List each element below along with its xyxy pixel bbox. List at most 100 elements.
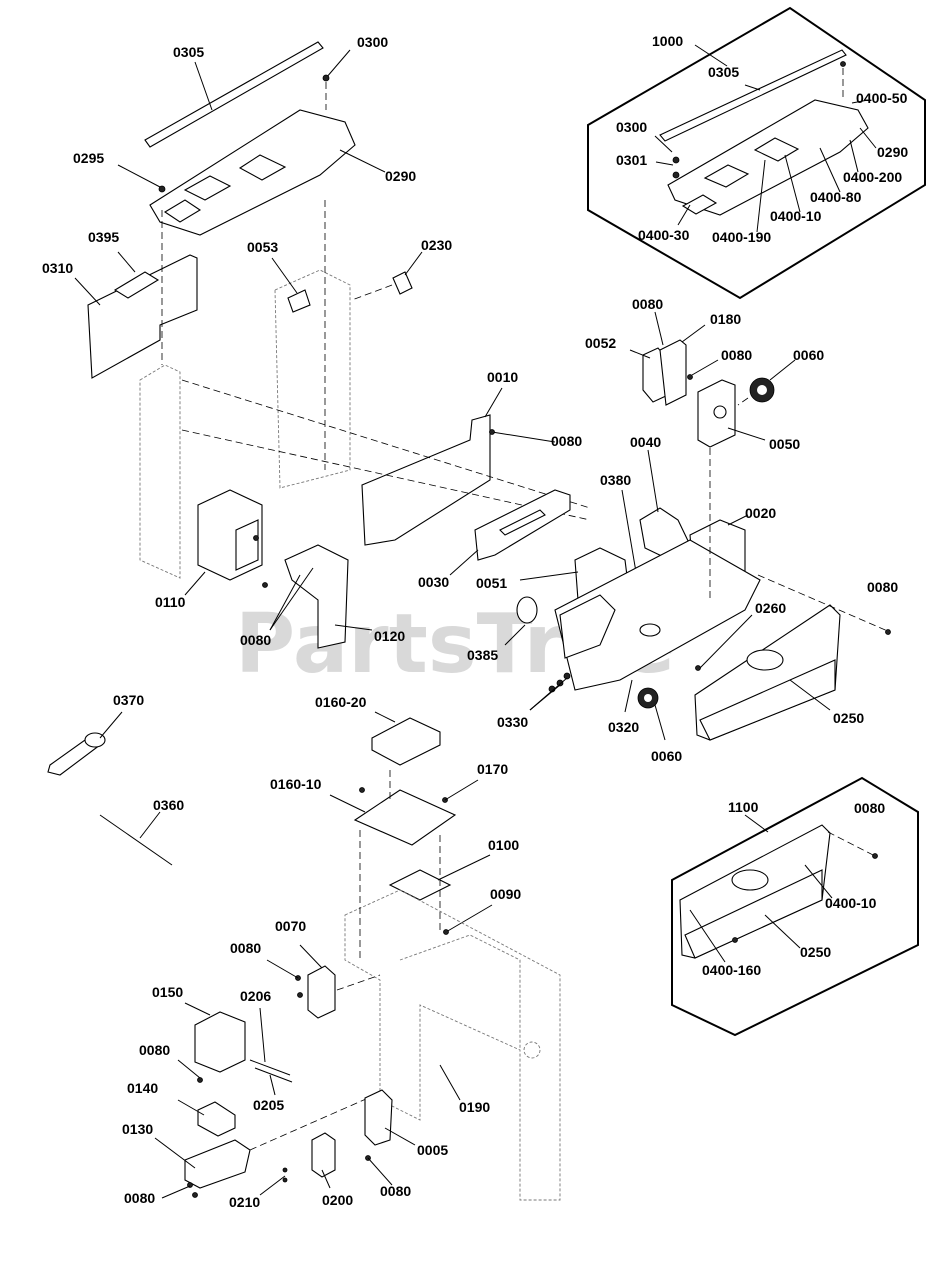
- part-0310-cover: [74, 254, 198, 379]
- callout-0060-bottom: 0060: [651, 748, 682, 764]
- callout-0290-inset: 0290: [877, 144, 908, 160]
- callout-0160-10: 0160-10: [270, 776, 322, 792]
- callout-0110: 0110: [155, 594, 186, 610]
- callout-0080-h: 0080: [139, 1042, 170, 1058]
- callout-0400-190: 0400-190: [712, 229, 771, 245]
- callout-0200: 0200: [322, 1192, 353, 1208]
- callout-0300: 0300: [357, 34, 388, 50]
- callout-0070: 0070: [275, 918, 306, 934]
- callout-0180: 0180: [710, 311, 741, 327]
- part-0200-terminal-block: [259, 1132, 336, 1196]
- callout-0205: 0205: [253, 1097, 284, 1113]
- callout-0190: 0190: [459, 1099, 490, 1115]
- callout-0051: 0051: [476, 575, 507, 591]
- callout-0090: 0090: [490, 886, 521, 902]
- callout-0160-20: 0160-20: [315, 694, 367, 710]
- inset-1100: [671, 776, 919, 1037]
- callout-0400-200: 0400-200: [843, 169, 902, 185]
- part-0160-10-plate: [329, 770, 479, 846]
- callout-0060-top: 0060: [793, 347, 824, 363]
- callout-0080-b: 0080: [721, 347, 752, 363]
- callout-0260: 0260: [755, 600, 786, 616]
- part-0005-bracket: [364, 1089, 416, 1186]
- callout-0305-inset: 0305: [708, 64, 739, 80]
- part-0050-plate: [697, 379, 766, 448]
- callout-0040: 0040: [630, 434, 661, 450]
- callout-0080-f: 0080: [854, 800, 885, 816]
- part-0290-top-panel: [117, 49, 386, 236]
- callout-0370: 0370: [113, 692, 144, 708]
- callout-0080-a: 0080: [632, 296, 663, 312]
- callout-0030: 0030: [418, 574, 449, 590]
- part-0150-contactor: [184, 1002, 246, 1073]
- callout-0053: 0053: [247, 239, 278, 255]
- callout-0140: 0140: [127, 1080, 158, 1096]
- part-0130-bracket: [154, 1094, 376, 1199]
- callout-0301: 0301: [616, 152, 647, 168]
- callout-0080-e: 0080: [867, 579, 898, 595]
- callout-0080-i: 0080: [380, 1183, 411, 1199]
- part-0110-module: [184, 489, 268, 596]
- callout-0250: 0250: [833, 710, 864, 726]
- callout-0395: 0395: [88, 229, 119, 245]
- callout-0170: 0170: [477, 761, 508, 777]
- part-0100-board: [388, 854, 493, 935]
- callout-0400-10: 0400-10: [770, 208, 822, 224]
- part-0060-fan-bottom: [637, 687, 666, 741]
- callout-0150: 0150: [152, 984, 183, 1000]
- callout-0290: 0290: [385, 168, 416, 184]
- callout-0320: 0320: [608, 719, 639, 735]
- part-0010-bracket: [181, 379, 591, 546]
- callout-1100: 1100: [728, 799, 759, 815]
- part-0230-bracket: [351, 251, 423, 301]
- part-0160-20-cover: [371, 711, 441, 766]
- callout-0005: 0005: [417, 1142, 448, 1158]
- callout-0050: 0050: [769, 436, 800, 452]
- part-0250-front-panel: [694, 574, 891, 741]
- callout-0052: 0052: [585, 335, 616, 351]
- callout-0360: 0360: [153, 797, 184, 813]
- callout-0295: 0295: [73, 150, 104, 166]
- part-0370-tie: [47, 711, 123, 776]
- callout-0080-j: 0080: [124, 1190, 155, 1206]
- callout-0250-inset: 0250: [800, 944, 831, 960]
- callout-0310: 0310: [42, 260, 73, 276]
- callout-0080-g: 0080: [230, 940, 261, 956]
- part-0380-pin: [621, 489, 637, 573]
- callout-0300-inset: 0300: [616, 119, 647, 135]
- callout-0400-80: 0400-80: [810, 189, 862, 205]
- callout-labels: 0305 0300 0295 0290 0395 0310 0053 0230 …: [42, 33, 908, 1210]
- frame-ghost-0053-post: [271, 200, 351, 489]
- part-0030-bracket: [449, 489, 571, 576]
- part-0360-wire: [99, 811, 173, 866]
- part-0385-grommet: [504, 596, 538, 646]
- part-0320-base: [529, 448, 761, 713]
- callout-0230: 0230: [421, 237, 452, 253]
- callout-0400-10-inset: 0400-10: [825, 895, 877, 911]
- callout-0210: 0210: [229, 1194, 260, 1210]
- callout-0385: 0385: [467, 647, 498, 663]
- part-0070-relay: [266, 944, 381, 1019]
- callout-0080-d: 0080: [240, 632, 271, 648]
- callout-0100: 0100: [488, 837, 519, 853]
- callout-0020: 0020: [745, 505, 776, 521]
- part-0140-switch: [177, 1059, 236, 1137]
- callout-0206: 0206: [240, 988, 271, 1004]
- callout-0400-30: 0400-30: [638, 227, 690, 243]
- callout-0130: 0130: [122, 1121, 153, 1137]
- callout-0330: 0330: [497, 714, 528, 730]
- inset-1000: [587, 6, 926, 300]
- callout-0080-c: 0080: [551, 433, 582, 449]
- callout-0400-160: 0400-160: [702, 962, 761, 978]
- callout-1000: 1000: [652, 33, 683, 49]
- callout-0400-50: 0400-50: [856, 90, 908, 106]
- part-0305-rod: [144, 41, 324, 148]
- frame-ghost-left-post: [139, 210, 181, 579]
- callout-0380: 0380: [600, 472, 631, 488]
- callout-0305: 0305: [173, 44, 204, 60]
- callout-0120: 0120: [374, 628, 405, 644]
- callout-0010: 0010: [487, 369, 518, 385]
- part-0120-duct: [269, 544, 373, 649]
- part-0052-0180-brackets: [629, 311, 719, 406]
